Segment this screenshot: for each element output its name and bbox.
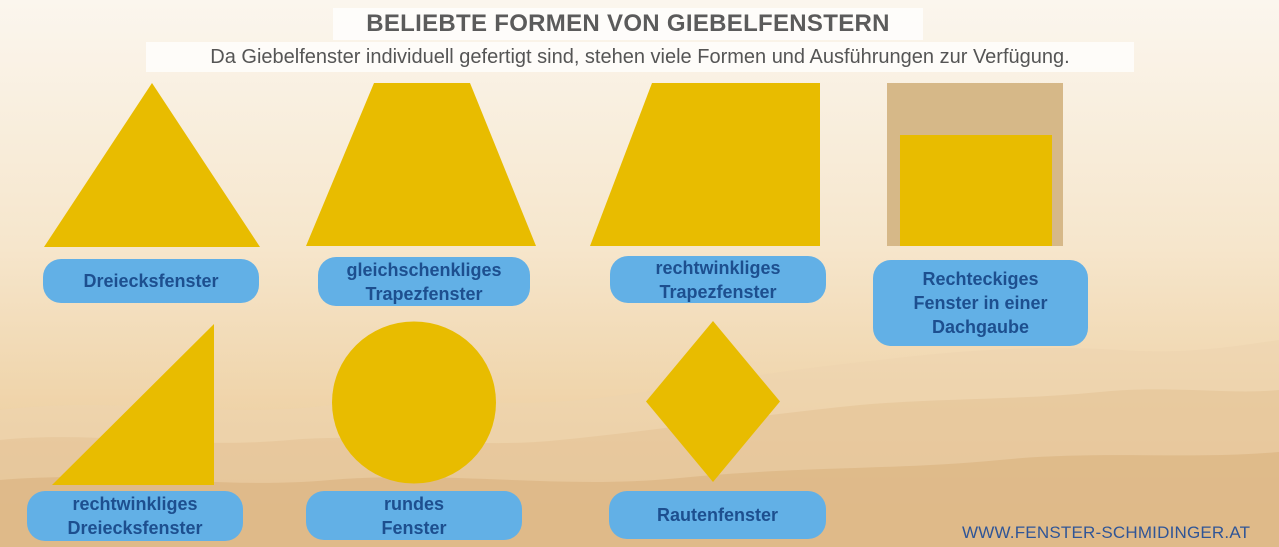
label-rechtwinkliges-dreiecksfenster: rechtwinkliges Dreiecksfenster bbox=[27, 491, 243, 541]
dormer-window-shape bbox=[887, 83, 1063, 246]
label-rundes-fenster: rundes Fenster bbox=[306, 491, 522, 540]
page-title: BELIEBTE FORMEN VON GIEBELFENSTERN bbox=[366, 10, 890, 37]
circle-shape bbox=[332, 321, 496, 484]
website-link[interactable]: WWW.FENSTER-SCHMIDINGER.AT bbox=[962, 523, 1251, 542]
title-backdrop bbox=[333, 8, 923, 40]
label-dreiecksfenster: Dreiecksfenster bbox=[43, 259, 259, 303]
page-subtitle: Da Giebelfenster individuell gefertigt s… bbox=[210, 46, 1070, 68]
label-rechteckiges-fenster-dachgaube: Rechteckiges Fenster in einer Dachgaube bbox=[873, 260, 1088, 346]
right-trapezoid-shape bbox=[590, 83, 820, 246]
triangle-shape bbox=[44, 83, 260, 247]
isosceles-trapezoid-shape bbox=[306, 83, 536, 246]
subtitle-backdrop bbox=[146, 42, 1134, 72]
label-rechtwinkliges-trapezfenster: rechtwinkliges Trapezfenster bbox=[610, 256, 826, 303]
rhombus-shape bbox=[646, 321, 780, 482]
label-gleichschenkliges-trapezfenster: gleichschenkliges Trapezfenster bbox=[318, 257, 530, 306]
label-rautenfenster: Rautenfenster bbox=[609, 491, 826, 539]
right-triangle-shape bbox=[52, 324, 214, 485]
